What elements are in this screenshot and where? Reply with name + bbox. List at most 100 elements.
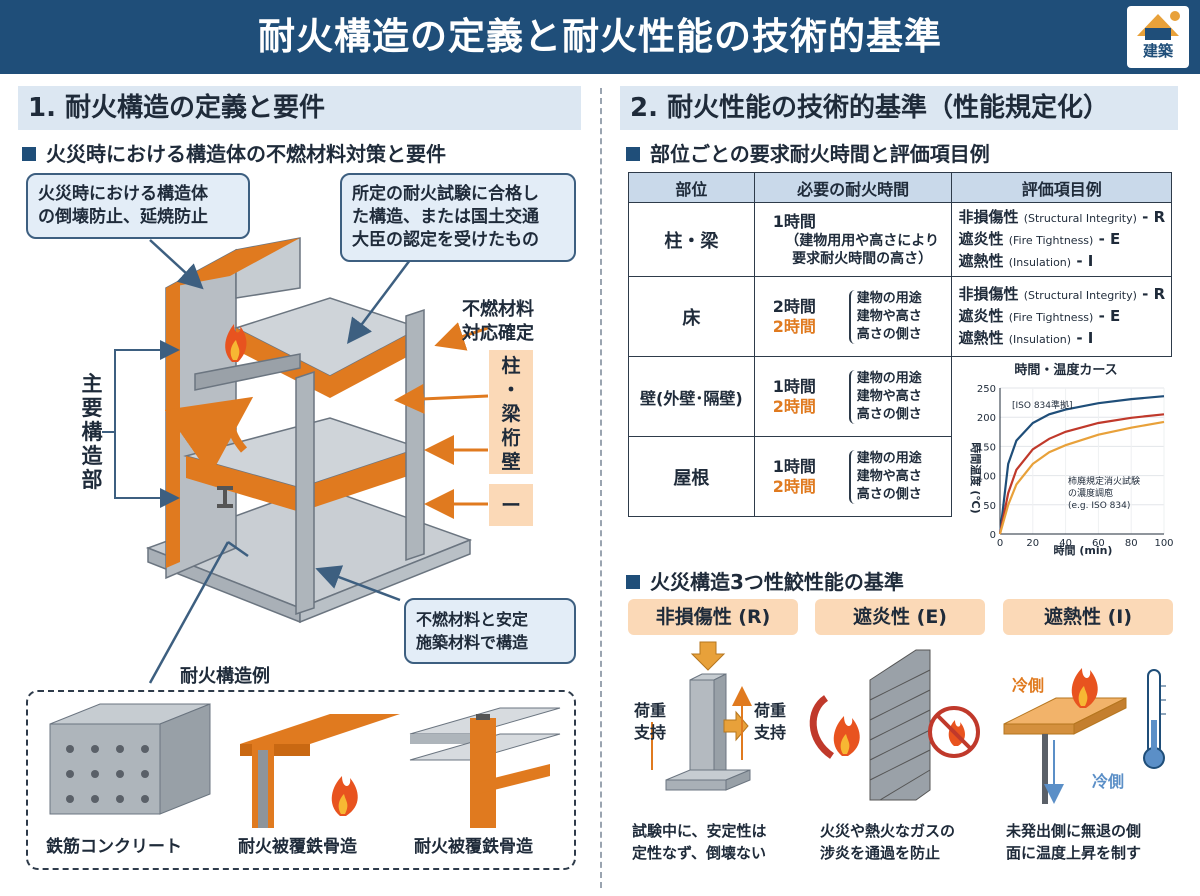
x-tick-label: 40 <box>1059 538 1072 549</box>
table-cell-part: 壁(外壁･隔壁) <box>628 356 755 437</box>
part-char: 梁 <box>501 403 521 425</box>
eval-line: 遮熱性 (Insulation) - I <box>958 328 1171 350</box>
caption-line: 未発出側に無退の側 <box>1006 822 1142 840</box>
cold-side-bottom: 冷側 <box>1092 772 1125 791</box>
brace-item: 建物の用途 <box>856 290 922 306</box>
table-header: 部位 <box>628 172 755 203</box>
eval-en: (Structural Integrity) <box>1023 288 1137 302</box>
eval-en: (Fire Tightness) <box>1008 233 1094 247</box>
eval-term: 遮熱性 <box>958 251 1004 270</box>
header-bar: 耐火構造の定義と耐火性能の技術的基準 建築 <box>0 0 1200 74</box>
bullet-square-icon <box>22 146 36 161</box>
no-fire-icon <box>928 706 980 758</box>
eval-code: - R <box>1142 207 1166 226</box>
requirements-table: 部位 必要の耐火時間 評価項目例 柱・梁 1時間 （建物用用や高さにより 要求耐… <box>628 172 1172 517</box>
label-line: 荷重 <box>754 701 787 720</box>
table-cell-part: 柱・梁 <box>628 202 755 277</box>
eval-line: 非損傷性 (Structural Integrity) - R <box>958 207 1171 229</box>
eval-term: 遮炎性 <box>958 306 1004 325</box>
examples-illustration <box>49 703 561 828</box>
eval-term: 非損傷性 <box>958 207 1019 226</box>
label-line: 対応確定 <box>462 323 534 344</box>
eval-code: - I <box>1076 328 1094 347</box>
duration-value: 1時間 <box>772 376 816 396</box>
section-title-definition: 1. 耐火構造の定義と要件 <box>18 86 581 130</box>
callout-line: た構造、または国土交通 <box>352 207 539 227</box>
duration-value: 2時間 <box>772 296 816 316</box>
parts-box: 柱 ・ 梁 桁 壁 <box>489 350 533 474</box>
bullet-square-icon <box>626 146 640 161</box>
callout-line: 火災時における構造体 <box>38 184 208 204</box>
x-tick-label: 20 <box>1026 538 1039 549</box>
x-tick-label: 100 <box>1154 538 1173 549</box>
flame-icon <box>225 324 247 362</box>
callout-test-certification: 所定の耐火試験に合格し た構造、または国土交通 大臣の認定を受けたもの <box>340 173 576 262</box>
flame-icon <box>331 776 358 816</box>
table-row: 柱・梁 1時間 （建物用用や高さにより 要求耐火時間の高さ） 非損傷性 (Str… <box>628 202 1172 277</box>
subtitle-criteria: 部位ごとの要求耐火時間と評価項目例 <box>626 138 990 167</box>
flame-icon <box>833 716 860 756</box>
subtitle-text: 火災構造3つ性鮫性能の基準 <box>650 570 904 594</box>
duration-note: （建物用用や高さにより <box>785 232 939 249</box>
brace-item: 建物の用途 <box>856 450 922 466</box>
caption-line: 火災や熱火なガスの <box>820 822 956 840</box>
brace-item: 建物や高さ <box>856 468 922 484</box>
eval-term: 非損傷性 <box>958 284 1019 303</box>
callout-nonflammable-material: 不燃材料と安定 施築材料で構造 <box>404 598 576 664</box>
table-cell-eval: 非損傷性 (Structural Integrity) - R 遮炎性 (Fir… <box>951 276 1172 357</box>
brace-item: 建物や高さ <box>856 388 922 404</box>
brace-item: 建物の用途 <box>856 370 922 386</box>
bullet-square-icon <box>626 574 640 589</box>
label-line: 支持 <box>754 723 787 742</box>
brace-item: 高さの側さ <box>856 406 922 422</box>
caption-line: 涉炎を通過を防止 <box>820 844 941 862</box>
x-tick-label: 80 <box>1125 538 1138 549</box>
label-line: 支持 <box>634 723 667 742</box>
eval-en: (Structural Integrity) <box>1023 211 1137 225</box>
heat-arrow <box>809 695 835 759</box>
eval-code: - E <box>1098 306 1121 325</box>
series-line-1 <box>998 413 1165 535</box>
x-tick-label: 0 <box>997 538 1003 549</box>
right-column <box>405 308 425 562</box>
duration-value-alt: 2時間 <box>772 316 816 336</box>
callout-line: 施築材料で構造 <box>416 633 529 652</box>
table-header-row: 部位 必要の耐火時間 評価項目例 <box>628 172 1172 203</box>
column-divider <box>600 88 602 888</box>
perf-caption-e: 火災や熱火なガスの 涉炎を通過を防止 <box>820 820 955 864</box>
example-steel-label-2: 耐火被覆鉄骨造 <box>414 837 533 857</box>
y-tick-label: 200 <box>977 413 996 424</box>
eval-en: (Insulation) <box>1008 255 1072 269</box>
chart-ylabel: 時間温度 (℃) <box>969 442 983 513</box>
flame-icon <box>1071 668 1098 708</box>
eval-line: 遮炎性 (Fire Tightness) - E <box>958 229 1171 251</box>
perf-head-r: 非損傷性 (R) <box>628 599 798 635</box>
front-column <box>295 370 315 616</box>
perf-caption-r: 試験中に、安定性は 定性なず、倒壊ない <box>632 820 767 864</box>
table-cell-duration: 1時間 （建物用用や高さにより 要求耐火時間の高さ） <box>753 202 953 277</box>
brace-item: 高さの側さ <box>856 326 922 342</box>
thermometer-icon <box>1143 669 1166 769</box>
main-structure-label: 主要構造部 <box>81 372 103 492</box>
eval-en: (Fire Tightness) <box>1008 310 1094 324</box>
cold-side-top: 冷側 <box>1012 676 1045 695</box>
caption-line: 試験中に、安定性は <box>632 822 767 840</box>
chart-xlabel: 時間 (min) <box>1054 543 1113 557</box>
logo: 建築 <box>1127 6 1189 68</box>
duration-value: 1時間 <box>772 211 816 231</box>
series-line-0 <box>998 395 1165 535</box>
chart-annotation-iso: [ISO 834準拠] <box>1012 399 1073 411</box>
rc-block <box>49 703 211 815</box>
y-tick-label: 150 <box>977 442 996 453</box>
eval-line: 遮炎性 (Fire Tightness) - E <box>958 306 1171 328</box>
examples-box <box>26 690 576 870</box>
i-beam-icon <box>217 486 233 508</box>
label-line: 不燃材料 <box>462 299 534 320</box>
load-support-left: 荷重 支持 <box>634 700 666 744</box>
part-char: 桁 <box>501 427 521 449</box>
